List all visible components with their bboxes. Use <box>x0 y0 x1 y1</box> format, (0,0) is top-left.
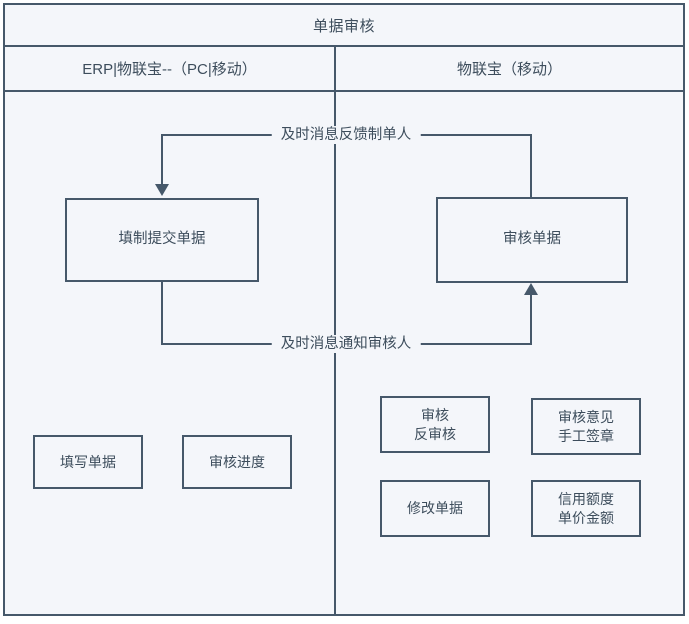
edge-feedback-riser <box>530 134 532 198</box>
lane-header-erp-label: ERP|物联宝--（PC|移动） <box>82 61 257 78</box>
node-audit-progress-label: 审核进度 <box>209 453 265 470</box>
node-write-doc-label: 填写单据 <box>60 453 116 470</box>
node-credit-price-line2: 单价金额 <box>558 509 614 526</box>
edge-feedback-drop <box>161 134 163 184</box>
edge-notify-drop <box>161 282 163 344</box>
lane-header-erp: ERP|物联宝--（PC|移动） <box>5 47 336 90</box>
node-opinion-signature-line2: 手工签章 <box>558 427 614 444</box>
node-opinion-signature-line1: 审核意见 <box>558 408 614 425</box>
node-audit-unaudit-line2: 反审核 <box>414 425 456 442</box>
node-audit-unaudit[interactable]: 审核 反审核 <box>380 396 490 453</box>
diagram-title: 单据审核 <box>312 17 375 35</box>
node-write-doc[interactable]: 填写单据 <box>33 435 143 489</box>
edge-feedback-arrowhead <box>155 184 169 196</box>
lane-divider <box>334 92 336 616</box>
edge-notify-label: 及时消息通知审核人 <box>271 335 421 353</box>
node-audit-progress[interactable]: 审核进度 <box>182 435 292 489</box>
lane-header-mobile-label: 物联宝（移动） <box>456 61 562 78</box>
node-audit-doc[interactable]: 审核单据 <box>436 197 628 283</box>
lane-header-row: ERP|物联宝--（PC|移动） 物联宝（移动） <box>3 45 685 92</box>
node-audit-doc-label: 审核单据 <box>503 231 561 248</box>
node-modify-doc-label: 修改单据 <box>407 500 463 517</box>
node-opinion-signature[interactable]: 审核意见 手工签章 <box>531 398 641 455</box>
node-audit-unaudit-line1: 审核 <box>421 406 449 423</box>
node-modify-doc[interactable]: 修改单据 <box>380 480 490 537</box>
edge-notify-riser <box>530 295 532 344</box>
edge-notify-arrowhead <box>524 283 538 295</box>
node-credit-price[interactable]: 信用额度 单价金额 <box>531 480 641 537</box>
node-fill-submit-label: 填制提交单据 <box>118 231 206 248</box>
lane-header-mobile: 物联宝（移动） <box>336 47 683 90</box>
edge-feedback-label: 及时消息反馈制单人 <box>271 126 421 144</box>
diagram-title-row: 单据审核 <box>3 3 685 47</box>
node-credit-price-line1: 信用额度 <box>558 490 614 507</box>
node-fill-submit[interactable]: 填制提交单据 <box>65 198 259 282</box>
